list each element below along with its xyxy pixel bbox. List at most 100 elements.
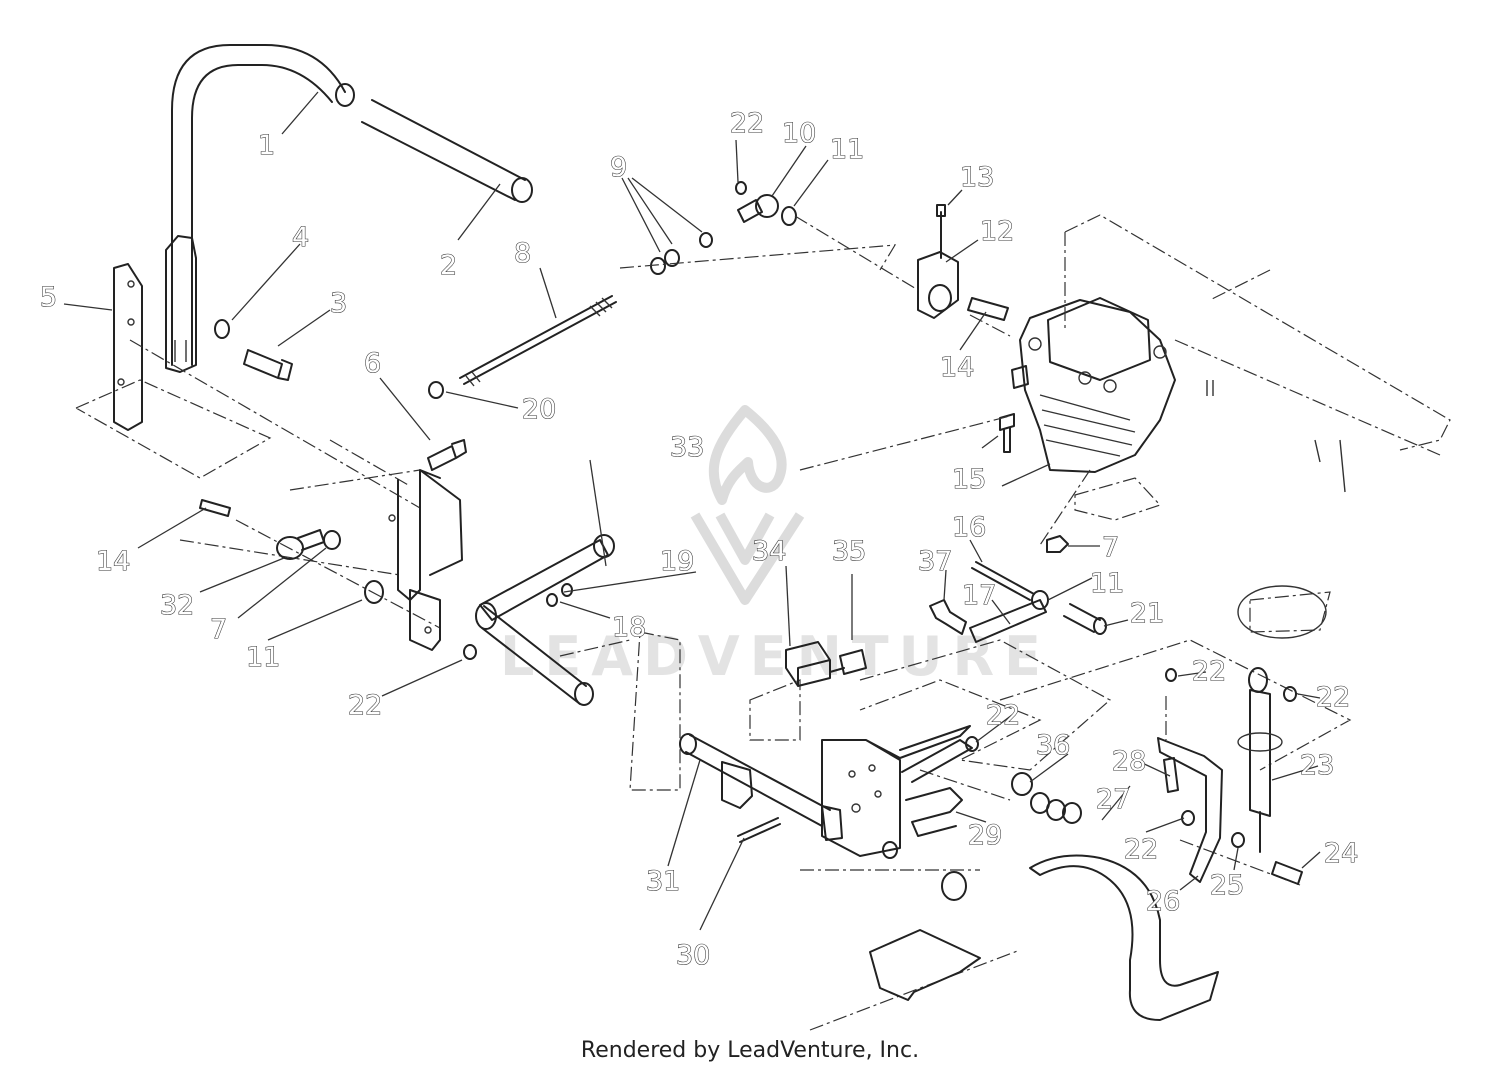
callout-29: 29 xyxy=(968,820,1002,851)
hex-bolt xyxy=(427,439,467,471)
interlock-switch xyxy=(785,641,831,687)
long-bolt xyxy=(971,561,1035,601)
frame-slot xyxy=(1206,380,1346,493)
hex-nut xyxy=(1062,802,1082,824)
hex-bolt xyxy=(929,599,967,635)
bracket-hole xyxy=(127,318,135,326)
washer xyxy=(1231,832,1245,848)
washer xyxy=(1046,799,1066,821)
gas-strut xyxy=(1249,689,1271,853)
callout-23: 23 xyxy=(1300,750,1334,781)
pump-bolt xyxy=(1078,371,1092,385)
pump-bolt xyxy=(1103,379,1117,393)
hex-bolt xyxy=(1163,757,1179,793)
callout-4: 4 xyxy=(292,222,309,253)
callout-21: 21 xyxy=(1130,598,1164,629)
callout-20: 20 xyxy=(522,394,556,425)
hex-bolt xyxy=(243,349,293,381)
assembly-line xyxy=(749,591,1352,1031)
callout-14: 14 xyxy=(940,352,974,383)
handle-grip xyxy=(361,99,526,201)
callout-14b: 14 xyxy=(96,546,130,577)
callout-36: 36 xyxy=(1036,730,1070,761)
callout-22c: 22 xyxy=(986,700,1020,731)
frame-opening xyxy=(1237,585,1327,639)
assembly-line xyxy=(75,244,897,509)
callout-2: 2 xyxy=(440,250,457,281)
callout-19: 19 xyxy=(660,546,694,577)
foot-pedal xyxy=(1029,854,1219,1021)
lower-shaft xyxy=(685,734,831,827)
lock-nut xyxy=(463,644,477,660)
callout-9: 9 xyxy=(610,152,627,183)
callout-15: 15 xyxy=(952,464,986,495)
rod-end xyxy=(276,536,304,560)
callout-30: 30 xyxy=(676,940,710,971)
lock-nut xyxy=(1165,668,1177,682)
linkage-bar xyxy=(969,599,1047,643)
callout-11: 11 xyxy=(830,134,864,165)
callout-12: 12 xyxy=(980,216,1014,247)
cross-shaft xyxy=(481,605,587,705)
bracket-hole xyxy=(868,764,876,772)
lock-nut xyxy=(1181,810,1195,826)
shaft-end xyxy=(679,733,697,755)
callout-7: 7 xyxy=(210,614,227,645)
callout-labels: 1 2 3 4 5 6 7 7 8 9 10 11 11 11 12 13 14… xyxy=(39,107,1358,971)
rod-threads xyxy=(465,297,613,387)
washer xyxy=(214,319,230,339)
lock-nut xyxy=(735,181,747,195)
switch-bracket xyxy=(839,649,867,675)
mount-bracket xyxy=(113,263,143,431)
callout-13: 13 xyxy=(960,162,994,193)
callout-7b: 7 xyxy=(1102,532,1119,563)
jam-nut xyxy=(699,232,713,248)
washer xyxy=(546,593,558,607)
strut-eye xyxy=(1248,667,1268,693)
frame-outline xyxy=(1064,214,1451,521)
pump-fins xyxy=(1039,394,1136,457)
callout-11b: 11 xyxy=(1090,568,1124,599)
switch-plunger xyxy=(829,667,845,673)
callout-27: 27 xyxy=(1096,784,1130,815)
jam-nut xyxy=(650,257,666,275)
strut-collar xyxy=(1237,732,1283,752)
hex-bolt xyxy=(967,297,1009,321)
shaft-end xyxy=(475,602,497,630)
handle-slot xyxy=(174,340,187,362)
callout-33: 33 xyxy=(670,432,704,463)
bushing xyxy=(941,871,967,901)
assembly-line xyxy=(629,215,1112,791)
spring-clip xyxy=(905,787,963,837)
callout-24: 24 xyxy=(1324,838,1358,869)
callout-35: 35 xyxy=(832,536,866,567)
callout-10: 10 xyxy=(782,118,816,149)
callout-8: 8 xyxy=(514,238,531,269)
clevis-pin xyxy=(561,583,573,597)
footer-credit: Rendered by LeadVenture, Inc. xyxy=(580,1038,920,1063)
pedal-mount xyxy=(869,929,981,1001)
hydro-pump-body xyxy=(1019,299,1176,473)
callout-1: 1 xyxy=(258,130,275,161)
hex-nut xyxy=(428,381,444,399)
callout-5: 5 xyxy=(40,282,57,313)
pump-bolt xyxy=(1028,337,1042,351)
callout-16: 16 xyxy=(952,512,986,543)
callout-26: 26 xyxy=(1146,886,1180,917)
hex-nut xyxy=(323,530,341,550)
handle-tube-end xyxy=(335,83,355,107)
washer xyxy=(364,580,384,604)
bracket-hole xyxy=(127,280,135,288)
callout-17: 17 xyxy=(962,580,996,611)
callout-25: 25 xyxy=(1210,870,1244,901)
rod-end-body xyxy=(297,529,325,551)
rod-end xyxy=(737,199,763,223)
callout-3: 3 xyxy=(330,288,347,319)
shaft-end xyxy=(574,682,594,706)
pump-top-cover xyxy=(1047,297,1151,381)
callout-22: 22 xyxy=(730,108,764,139)
pump-shaft xyxy=(1011,365,1029,389)
hex-bolt xyxy=(999,413,1015,453)
control-handle xyxy=(171,44,346,366)
